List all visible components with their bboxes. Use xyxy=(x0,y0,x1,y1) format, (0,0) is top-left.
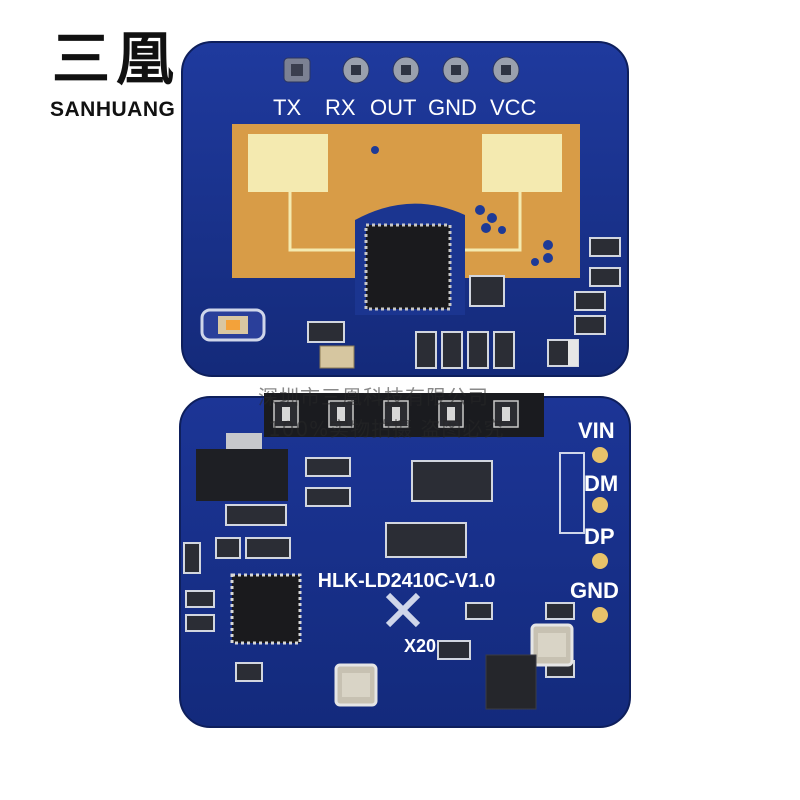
chip-marking: X20 xyxy=(404,636,437,656)
pad-label-dm: DM xyxy=(584,471,619,496)
watermark-company: 深圳市三凰科技有限公司 xyxy=(258,385,489,409)
model-silkscreen: HLK-LD2410C-V1.0 xyxy=(317,570,496,592)
pad-label-vin: VIN xyxy=(578,418,615,443)
pin-label-out: OUT xyxy=(370,95,417,120)
pin-label-rx: RX xyxy=(325,95,356,120)
brand-logo-english: SANHUANG xyxy=(50,98,176,121)
brand-logo-chinese: 三凰 xyxy=(52,25,181,93)
pin-label-tx: TX xyxy=(273,95,302,120)
pin-label-vcc: VCC xyxy=(490,95,537,120)
pad-label-dp: DP xyxy=(584,524,615,549)
pin-label-gnd: GND xyxy=(428,95,477,120)
watermark-notice: 100%实物拍摄 盗图必究 xyxy=(268,417,505,441)
pad-label-gnd: GND xyxy=(570,578,619,603)
radar-module-back-board xyxy=(179,393,631,728)
radar-module-front-board xyxy=(181,41,629,377)
header-pins xyxy=(283,56,520,84)
